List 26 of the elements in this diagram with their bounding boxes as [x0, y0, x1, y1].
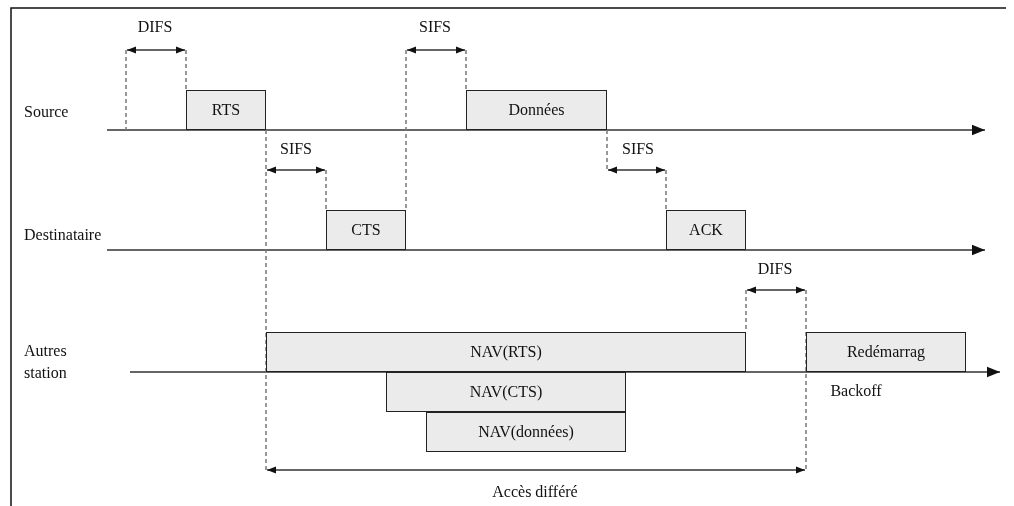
frame-box — [426, 412, 626, 452]
label-text: Destinataire — [24, 225, 102, 245]
frame-box — [466, 90, 607, 130]
frame-label: NAV(RTS) — [470, 343, 542, 361]
frame-label: Données — [508, 101, 565, 119]
label-text: Autres station — [24, 341, 68, 383]
frame-note: Backoff — [830, 382, 882, 400]
frame-label: ACK — [689, 221, 723, 239]
label-text: SIFS — [280, 139, 312, 159]
frame-box — [666, 210, 746, 250]
frame-box — [266, 332, 746, 372]
frame-label: NAV(CTS) — [469, 383, 543, 401]
frame-box — [326, 210, 406, 250]
frame-box — [186, 90, 266, 130]
label-text: SIFS — [622, 139, 654, 159]
frame-box — [386, 372, 626, 412]
label-text: SIFS — [419, 17, 451, 37]
frame-label: NAV(données) — [478, 423, 574, 441]
label-text: Source — [24, 102, 69, 122]
frame-label: Redémarrag — [846, 343, 926, 361]
label-text: DIFS — [137, 17, 173, 37]
frame-label: RTS — [211, 101, 241, 119]
frame-box — [806, 332, 966, 372]
label-text: DIFS — [757, 259, 793, 279]
label-text: Accès différé — [492, 482, 578, 502]
frame-label: CTS — [351, 221, 381, 239]
